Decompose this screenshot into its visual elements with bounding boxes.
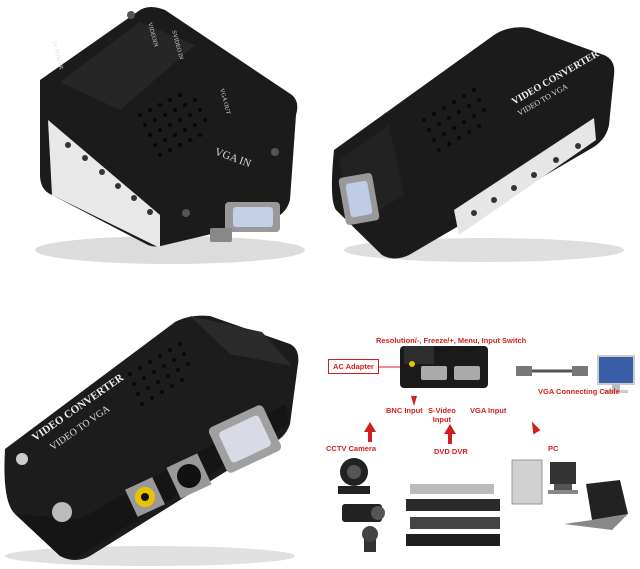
grid-divider-vertical	[312, 0, 324, 569]
photo-device-angled: VIDEO CONVERTER VIDEO TO VGA	[324, 0, 640, 282]
label-vga-input: VGA Input	[470, 406, 507, 415]
label-buttons: Resolution/-, Freeze/+, Menu, Input Swit…	[376, 336, 527, 345]
label-dvd-dvr: DVD DVR	[434, 447, 468, 456]
connection-diagram: Resolution/-, Freeze/+, Menu, Input Swit…	[324, 294, 640, 569]
photo-device-front: VIDEO CONVERTER VIDEO TO VGA	[0, 294, 312, 569]
label-bnc-input: BNC Input	[386, 406, 423, 415]
photo-device-top: 5V POWER VIDEOIN SVIDEO IN VGA OUT VGA I…	[0, 0, 312, 282]
label-ac-adapter: AC Adapter	[328, 359, 379, 374]
label-pc: PC	[548, 444, 559, 453]
label-svideo-input: S-Video Input	[428, 406, 456, 424]
label-vga-cable: VGA Connecting Cable	[538, 387, 620, 396]
label-cctv-camera: CCTV Camera	[326, 444, 377, 453]
